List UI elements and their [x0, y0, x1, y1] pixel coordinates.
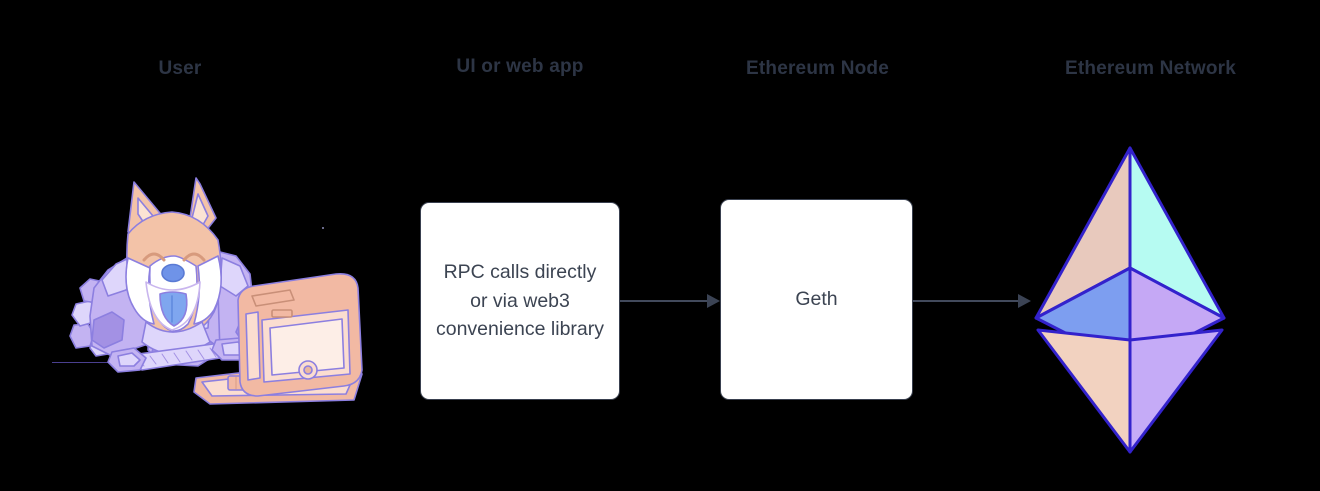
background-speck	[322, 227, 324, 229]
ethereum-logo	[1032, 144, 1228, 456]
column-label-user: User	[158, 58, 202, 79]
desk-line	[52, 362, 160, 364]
process-box-rpc-label: RPC calls directly or via web3 convenien…	[435, 260, 604, 341]
column-label-ethereum-network: Ethereum Network	[1064, 58, 1237, 79]
column-label-ui-or-web-app: UI or web app	[456, 56, 584, 77]
arrow-rpc-to-geth	[620, 294, 720, 308]
process-box-geth[interactable]: Geth	[720, 199, 913, 400]
process-box-geth-label: Geth	[795, 288, 838, 311]
arrow-head-icon	[1018, 294, 1031, 308]
arrow-geth-to-network	[913, 294, 1031, 308]
column-label-ethereum-node: Ethereum Node	[745, 58, 889, 79]
process-box-rpc-calls[interactable]: RPC calls directly or via web3 convenien…	[420, 202, 620, 400]
arrow-shaft	[913, 300, 1019, 302]
arrow-head-icon	[707, 294, 720, 308]
shiba-inu-at-computer-illustration	[50, 170, 370, 410]
arrow-shaft	[620, 300, 708, 302]
